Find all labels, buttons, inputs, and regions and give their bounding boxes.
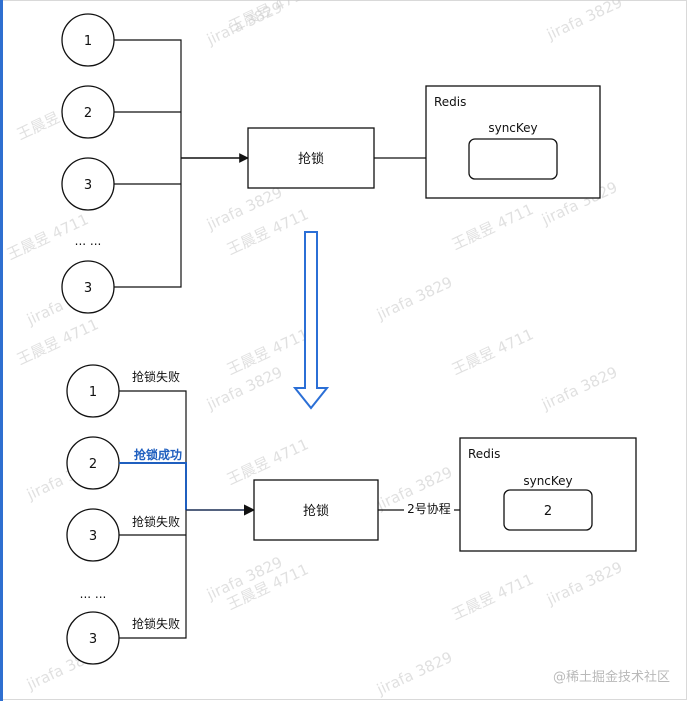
bottom-connector-n (119, 510, 187, 639)
watermark-id: jirafa 3829 (543, 558, 625, 609)
result-label-n: 抢锁失败 (132, 616, 180, 631)
watermark-name: 王晨昱 4711 (449, 325, 536, 378)
bottom-lock-box (253, 479, 379, 541)
bottom-lock-label: 抢锁 (303, 503, 329, 519)
bottom-ellipsis: ... ... (80, 587, 107, 601)
watermark-id: jirafa 3829 (538, 363, 620, 414)
result-label-2-success: 抢锁成功 (134, 447, 182, 462)
top-connector-outer (114, 39, 182, 288)
bottom-coroutine-2-label: 2 (89, 457, 97, 472)
top-coroutine-3-label: 3 (84, 178, 92, 193)
top-synckey-box (468, 138, 558, 180)
bottom-synckey-label: syncKey (523, 474, 572, 488)
arrow-label-bg (404, 500, 454, 516)
transition-arrow (292, 231, 330, 410)
top-coroutine-2-label: 2 (84, 106, 92, 121)
watermark-name: 王晨昱 4711 (449, 200, 536, 253)
bottom-coroutine-n-label: 3 (89, 632, 97, 647)
top-diagram: 1 2 3 ... ... 3 抢锁 Redis syncKey (61, 13, 601, 314)
watermark-name: 王晨昱 4711 (14, 315, 101, 368)
watermark-id: jirafa 3829 (373, 273, 455, 324)
bottom-connector-success (119, 462, 187, 510)
top-ellipsis: ... ... (75, 234, 102, 248)
top-coroutine-1-label: 1 (84, 34, 92, 49)
watermark-name: 王晨昱 4711 (449, 570, 536, 623)
bottom-synckey-value: 2 (544, 504, 552, 519)
watermark-id: jirafa 3829 (543, 0, 625, 44)
top-redis-title: Redis (434, 95, 466, 109)
left-accent-border (0, 0, 3, 701)
bottom-coroutine-3-label: 3 (89, 529, 97, 544)
top-lock-label: 抢锁 (298, 151, 324, 167)
result-label-1: 抢锁失败 (132, 369, 180, 384)
bottom-redis-title: Redis (468, 447, 500, 461)
top-coroutine-n-label: 3 (84, 281, 92, 296)
top-synckey-label: syncKey (488, 121, 537, 135)
watermark-id: jirafa 3829 (373, 648, 455, 699)
bottom-arrow-label: 2号协程 (407, 501, 451, 516)
bottom-diagram: 1 2 3 ... ... 3 抢锁失败 抢锁成功 抢锁失败 抢锁失败 抢锁 2… (66, 364, 637, 665)
watermark-id: jirafa 3829 (203, 0, 285, 49)
source-watermark: @稀土掘金技术社区 (552, 670, 670, 685)
bottom-synckey-box (503, 489, 593, 531)
result-label-3: 抢锁失败 (132, 514, 180, 529)
bottom-coroutine-1-label: 1 (89, 385, 97, 400)
